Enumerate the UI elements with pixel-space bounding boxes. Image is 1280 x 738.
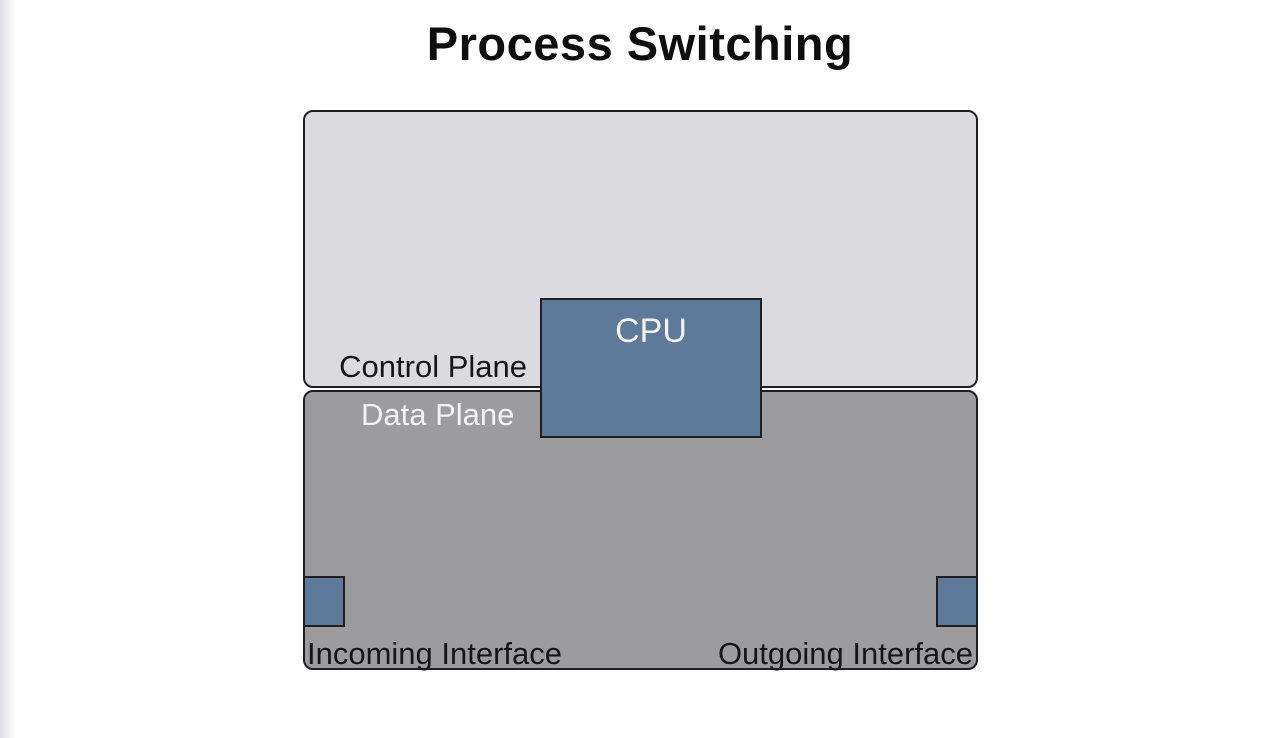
data-plane-label: Data Plane (361, 397, 515, 432)
incoming-interface-label: Incoming Interface (307, 636, 563, 671)
slide-title: Process Switching (426, 17, 854, 70)
left-edge-shadow (0, 0, 16, 738)
cpu-box: CPU (540, 298, 762, 438)
cpu-label: CPU (615, 312, 687, 350)
outgoing-interface-label: Outgoing Interface (717, 636, 973, 671)
incoming-interface-square (303, 576, 345, 627)
control-plane-label: Control Plane (339, 349, 527, 384)
outgoing-interface-square (936, 576, 978, 627)
